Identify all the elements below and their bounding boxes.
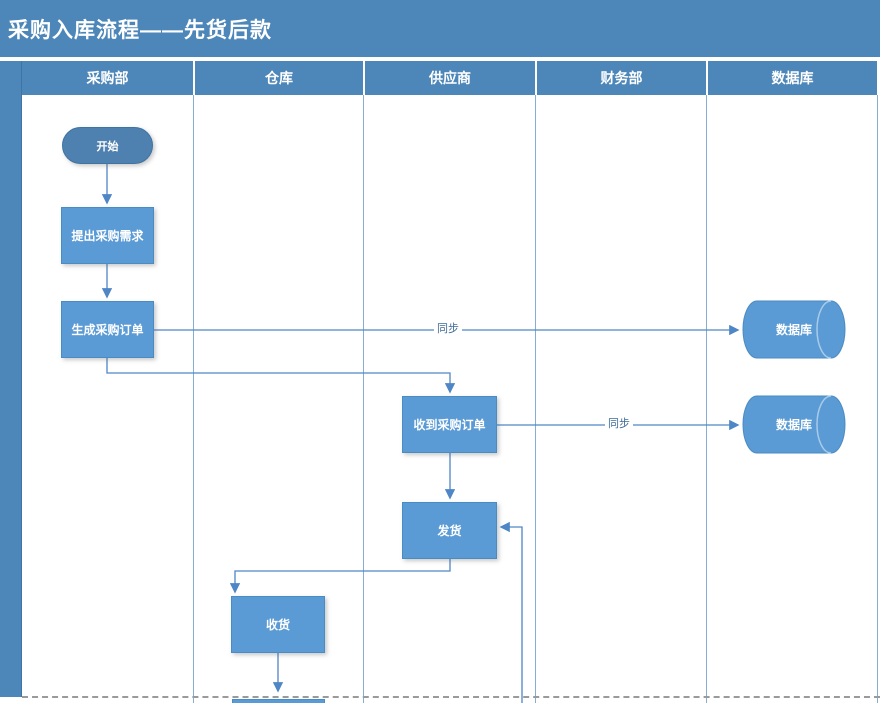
- lane-header-finance: 财务部: [537, 61, 706, 95]
- node-next-page-partial: [232, 699, 325, 703]
- edge-bottom-to-ship: [499, 521, 523, 703]
- diagram-title-bar: 采购入库流程——先货后款: [0, 0, 880, 59]
- node-receive-goods: 收货: [231, 596, 325, 653]
- lane-divider: [877, 95, 878, 703]
- lane-divider: [193, 95, 194, 703]
- lane-header-database: 数据库: [708, 61, 877, 95]
- lane-divider: [363, 95, 364, 703]
- node-receive-order: 收到采购订单: [402, 396, 497, 453]
- edge-ship-to-receivegoods: [229, 558, 451, 594]
- diagram-title: 采购入库流程——先货后款: [8, 18, 272, 42]
- node-start: 开始: [62, 127, 153, 164]
- edge-generate-to-receive: [106, 358, 456, 394]
- node-generate-order: 生成采购订单: [61, 301, 154, 358]
- lane-header-supplier: 供应商: [365, 61, 535, 95]
- node-ship: 发货: [402, 502, 497, 559]
- database-cylinder-2: [742, 395, 846, 454]
- lane-header-warehouse: 仓库: [195, 61, 363, 95]
- frame-left-bar: [0, 61, 22, 697]
- database-1-label: 数据库: [775, 323, 812, 337]
- edge-label-sync-2: 同步: [605, 417, 633, 431]
- lane-header-purchasing: 采购部: [22, 61, 193, 95]
- lane-divider: [706, 95, 707, 703]
- database-2-label: 数据库: [775, 418, 812, 432]
- database-cylinder-1: [742, 300, 846, 359]
- edge-label-sync-1: 同步: [434, 322, 462, 336]
- page-break-dashed-line: [22, 696, 880, 698]
- lane-divider: [535, 95, 536, 703]
- node-raise-request: 提出采购需求: [61, 207, 154, 264]
